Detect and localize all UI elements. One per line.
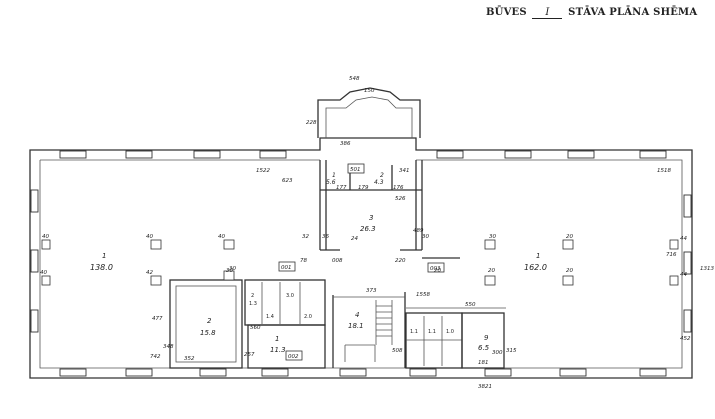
dimension-label: 40: [42, 234, 49, 240]
small-room-labels: 2 1.3 1.4 3.0 2.0 1.1 1.1 1.0: [249, 293, 454, 335]
dimension-label: 489: [413, 228, 424, 234]
dimension-label: 341: [399, 168, 410, 174]
room-num-3: 2: [207, 317, 212, 325]
room-area-5: 26.3: [360, 225, 376, 233]
dimension-label: 3821: [478, 384, 492, 390]
dimension-label: 742: [150, 354, 161, 360]
dimension-label: 30: [422, 234, 429, 240]
dimension-label: 36: [322, 234, 329, 240]
room-num-2: 1: [536, 252, 540, 260]
wc-left-label: 1.4: [266, 314, 274, 320]
floor-number: I: [532, 7, 563, 19]
dimension-label: 32: [302, 234, 309, 240]
dimension-label: 386: [340, 141, 351, 147]
dimension-label: 315: [506, 348, 517, 354]
room-area-6: 18.1: [348, 322, 364, 330]
dimension-label: 181: [478, 360, 489, 366]
dimension-label: 228: [306, 120, 317, 126]
dimension-label: 150: [364, 88, 375, 94]
wc-right-label: 1.0: [446, 329, 454, 335]
room-num-5: 3: [369, 214, 373, 222]
dimension-label: 44: [680, 236, 687, 242]
plan-title: BŪVES I STĀVA PLĀNA SHĒMA: [486, 7, 697, 19]
dimension-label: 42: [146, 270, 153, 276]
dimension-label: 40: [218, 234, 225, 240]
dimension-label: 30: [489, 234, 496, 240]
dimension-label: 20: [566, 234, 573, 240]
dimension-label: 20: [488, 268, 495, 274]
dimension-label: 300: [492, 350, 503, 356]
dimension-label: 508: [392, 348, 403, 354]
room-area-1: 138.0: [90, 263, 113, 272]
dimension-label: 452: [680, 336, 691, 342]
dimension-label: 24: [351, 236, 358, 242]
room-num-6: 4: [355, 311, 359, 319]
dimension-label: 008: [332, 258, 343, 264]
dimension-label: 348: [163, 344, 174, 350]
side-windows: [30, 189, 692, 333]
dimension-label: 78: [300, 258, 307, 264]
dimension-label: 30: [229, 266, 236, 272]
wc-right-label: 1.1: [428, 329, 436, 335]
dimension-label: 1518: [657, 168, 671, 174]
dimension-label: 003: [430, 266, 441, 272]
room-num-1: 1: [102, 252, 106, 260]
room-area-8: 5.6: [326, 179, 336, 186]
dimension-labels: 548 150 228 386 341 1522 623 1518 526 40…: [40, 76, 714, 390]
dimension-label: 177: [336, 185, 347, 191]
dimension-label: 1558: [416, 292, 430, 298]
code-boxes: [278, 163, 445, 361]
bottom-windows: [59, 368, 667, 377]
dimension-label: 44: [680, 272, 687, 278]
dimension-label: 373: [366, 288, 377, 294]
room-num-7: 2: [380, 172, 384, 179]
dimension-label: 40: [40, 270, 47, 276]
wc-left-label: 1.3: [249, 301, 257, 307]
room-area-3: 15.8: [200, 329, 216, 337]
room-num-8: 1: [332, 172, 336, 179]
room-area-2: 162.0: [524, 263, 547, 272]
room-labels: 1 138.0 1 162.0 2 15.8 1 11.3 3 26.3 4 1…: [90, 172, 547, 354]
top-windows: [59, 150, 667, 159]
dimension-label: 002: [288, 354, 299, 360]
dimension-label: 716: [666, 252, 677, 258]
title-suffix: STĀVA PLĀNA SHĒMA: [568, 7, 698, 18]
dimension-label: 176: [393, 185, 404, 191]
dimension-label: 560: [250, 325, 261, 331]
room-num-9: 9: [484, 334, 489, 342]
dimension-label: 20: [434, 268, 441, 274]
room-area-4: 11.3: [270, 346, 286, 354]
dimension-label: 352: [184, 356, 195, 362]
dimension-label: 20: [566, 268, 573, 274]
dimension-label: 1522: [256, 168, 270, 174]
interior-walls: [169, 160, 506, 369]
dimension-label: 257: [244, 352, 255, 358]
room-num-4: 1: [275, 335, 279, 343]
room-area-9: 6.5: [478, 344, 490, 352]
title-prefix: BŪVES: [486, 7, 527, 18]
dimension-label: 40: [146, 234, 153, 240]
dimension-label: 1313: [700, 266, 714, 272]
dimension-label: 550: [465, 302, 476, 308]
dimension-label: 30: [226, 268, 233, 274]
dimension-label: 501: [350, 167, 361, 173]
outer-walls: [29, 87, 693, 379]
dimension-label: 623: [282, 178, 293, 184]
dimension-label: 001: [281, 265, 292, 271]
dimension-label: 220: [395, 258, 406, 264]
dimension-label: 179: [358, 185, 369, 191]
wc-left-label: 2: [251, 293, 254, 299]
wc-right-label: 1.1: [410, 329, 418, 335]
columns: [41, 239, 679, 286]
dimension-label: 477: [152, 316, 163, 322]
dimension-label: 526: [395, 196, 406, 202]
wc-left-label: 3.0: [286, 293, 294, 299]
dimension-label: 548: [349, 76, 360, 82]
wc-left-label: 2.0: [304, 314, 312, 320]
room-area-7: 4.3: [374, 179, 384, 186]
